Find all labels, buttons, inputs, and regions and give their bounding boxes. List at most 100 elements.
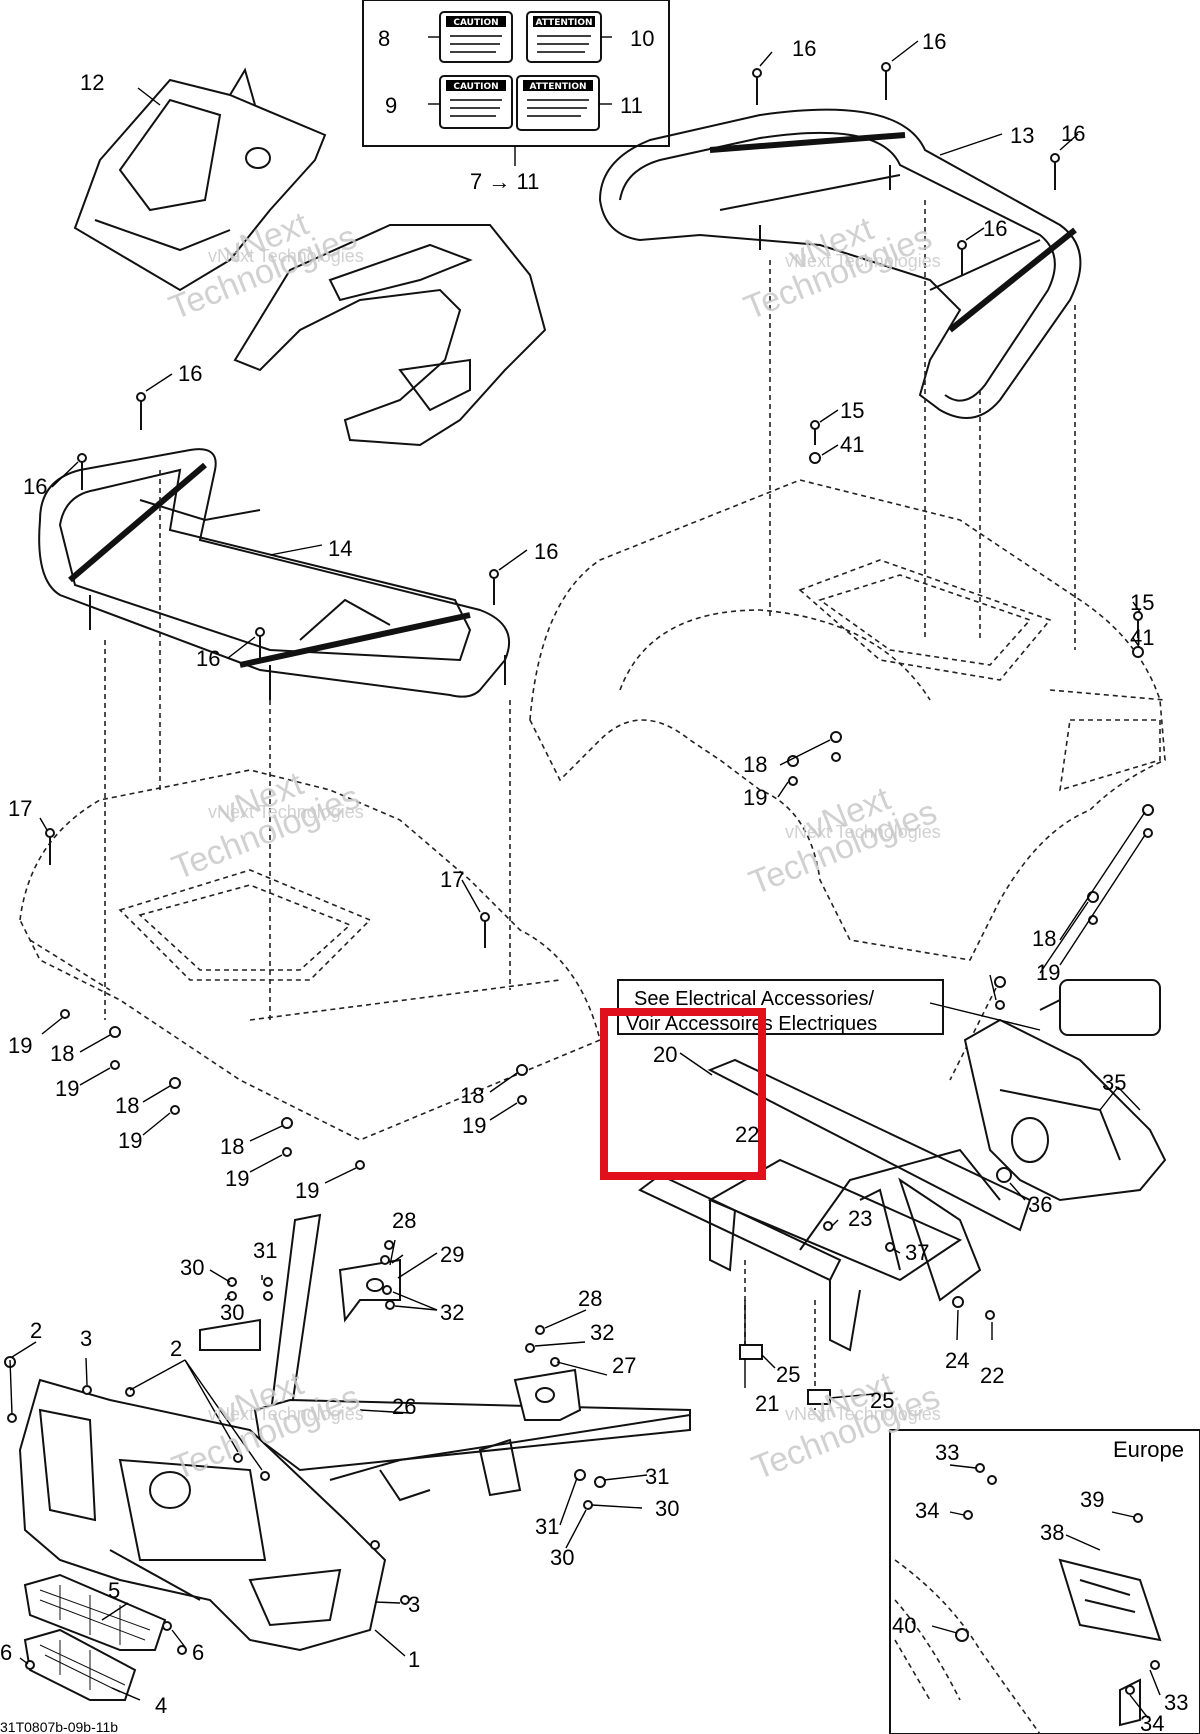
callout-16-c: 16 bbox=[1061, 121, 1085, 146]
decal-group: CAUTION ATTENTION CAUTION ATTENTION 7 → … bbox=[362, 0, 670, 194]
callout-32-a: 32 bbox=[440, 1300, 464, 1325]
callout-14: 14 bbox=[328, 536, 352, 561]
europe-inset: Europe bbox=[889, 1429, 1200, 1734]
callout-17-a: 17 bbox=[8, 796, 32, 821]
callout-25-a: 25 bbox=[776, 1362, 800, 1387]
callout-1: 1 bbox=[408, 1647, 420, 1672]
note-frame bbox=[617, 979, 944, 1035]
callout-29: 29 bbox=[440, 1242, 464, 1267]
front-fender-body bbox=[19, 769, 601, 1141]
watermark-2-sub: vNext Technologies bbox=[785, 251, 941, 271]
part-1-front-fascia bbox=[18, 1378, 387, 1652]
callout-19-g: 19 bbox=[295, 1178, 319, 1203]
callout-3-b: 3 bbox=[408, 1592, 420, 1617]
electrical-accessories-note: See Electrical Accessories/ Voir Accesso… bbox=[617, 979, 944, 1035]
callout-18-d: 18 bbox=[115, 1093, 139, 1118]
part-14-front-rack bbox=[38, 448, 510, 700]
part-27-bracket bbox=[513, 1368, 582, 1421]
callout-16-h: 16 bbox=[196, 646, 220, 671]
decal-11-title: ATTENTION bbox=[529, 82, 586, 92]
part-rear-storage-lid bbox=[233, 224, 547, 447]
callout-18-c: 18 bbox=[50, 1041, 74, 1066]
callout-19-h: 19 bbox=[462, 1113, 486, 1138]
callout-16-g: 16 bbox=[534, 539, 558, 564]
callout-36: 36 bbox=[1028, 1192, 1052, 1217]
callout-17-b: 17 bbox=[440, 867, 464, 892]
callout-40: 40 bbox=[892, 1613, 916, 1638]
part-13-rear-rack bbox=[598, 108, 1082, 419]
callout-4: 4 bbox=[155, 1693, 167, 1718]
decal-box-frame bbox=[362, 0, 670, 147]
callout-8: 8 bbox=[378, 26, 390, 51]
europe-inset-frame bbox=[889, 1429, 1200, 1734]
callout-35: 35 bbox=[1102, 1070, 1126, 1095]
decal-8-title: CAUTION bbox=[453, 18, 498, 28]
callout-33-a: 33 bbox=[935, 1440, 959, 1465]
footer-code: 31T0807b-09b-11b bbox=[0, 1719, 118, 1734]
part-26-bumper-frame bbox=[199, 1213, 691, 1502]
callout-5: 5 bbox=[108, 1578, 120, 1603]
callout-18-e: 18 bbox=[220, 1134, 244, 1159]
callout-19-a: 19 bbox=[743, 785, 767, 810]
callout-19-b: 19 bbox=[1036, 960, 1060, 985]
callout-20: 20 bbox=[653, 1042, 677, 1067]
callout-18-b: 18 bbox=[1032, 926, 1056, 951]
fasteners bbox=[4, 62, 1160, 1695]
part-5-grille bbox=[23, 1573, 167, 1651]
callout-31-a: 31 bbox=[253, 1238, 277, 1263]
callout-3-a: 3 bbox=[80, 1326, 92, 1351]
rear-fender-body bbox=[529, 479, 1166, 961]
callout-25-b: 25 bbox=[870, 1388, 894, 1413]
decal-10: ATTENTION bbox=[526, 11, 602, 63]
callout-34-b: 34 bbox=[1140, 1711, 1164, 1734]
callout-15-b: 15 bbox=[1130, 590, 1154, 615]
callout-16-d: 16 bbox=[983, 216, 1007, 241]
callout-22-b: 22 bbox=[980, 1363, 1004, 1388]
callout-26: 26 bbox=[392, 1394, 416, 1419]
callout-41-b: 41 bbox=[1130, 625, 1154, 650]
decal-group-callout: 7 → 11 bbox=[470, 169, 539, 194]
callout-31-b: 31 bbox=[645, 1464, 669, 1489]
watermarks: vNext vNext Technologies Technologies vN… bbox=[164, 204, 945, 1487]
callout-16-b: 16 bbox=[922, 29, 946, 54]
callout-19-f: 19 bbox=[225, 1166, 249, 1191]
callout-16-f: 16 bbox=[23, 474, 47, 499]
highlight-box bbox=[600, 1008, 766, 1180]
leader-lines bbox=[9, 40, 1161, 1719]
europe-inset-title: Europe bbox=[1113, 1437, 1184, 1462]
callout-38: 38 bbox=[1040, 1520, 1064, 1545]
callout-13: 13 bbox=[1010, 123, 1034, 148]
callout-24: 24 bbox=[945, 1348, 969, 1373]
callout-30-d: 30 bbox=[550, 1545, 574, 1570]
callout-37: 37 bbox=[905, 1240, 929, 1265]
decal-9-title: CAUTION bbox=[453, 82, 498, 92]
watermark-4-sub: vNext Technologies bbox=[785, 822, 941, 842]
callout-18-a: 18 bbox=[743, 752, 767, 777]
callout-19-e: 19 bbox=[118, 1128, 142, 1153]
callout-28-a: 28 bbox=[392, 1208, 416, 1233]
callout-32-b: 32 bbox=[590, 1320, 614, 1345]
watermark-3-sub: vNext Technologies bbox=[208, 802, 364, 822]
callout-30-a: 30 bbox=[180, 1255, 204, 1280]
callout-39: 39 bbox=[1080, 1487, 1104, 1512]
callout-31-c: 31 bbox=[535, 1514, 559, 1539]
watermark-1-sub: vNext Technologies bbox=[208, 246, 364, 266]
decal-10-title: ATTENTION bbox=[535, 18, 592, 28]
callout-16-e: 16 bbox=[178, 361, 202, 386]
part-35-taillight-bracket bbox=[963, 979, 1167, 1202]
callout-6-b: 6 bbox=[0, 1640, 12, 1665]
note-line-1: See Electrical Accessories/ bbox=[634, 988, 875, 1010]
decal-9: CAUTION bbox=[439, 75, 513, 129]
part-12-cover bbox=[73, 67, 327, 292]
decal-11: ATTENTION bbox=[516, 75, 600, 131]
callout-18-f: 18 bbox=[460, 1083, 484, 1108]
callout-labels: 8 10 9 11 12 16 16 13 16 16 16 16 14 16 … bbox=[0, 26, 1188, 1734]
decal-8: CAUTION bbox=[439, 11, 513, 63]
callout-28-b: 28 bbox=[578, 1286, 602, 1311]
callout-6-a: 6 bbox=[192, 1640, 204, 1665]
callout-2-b: 2 bbox=[170, 1336, 182, 1361]
callout-33-b: 33 bbox=[1164, 1690, 1188, 1715]
callout-9: 9 bbox=[385, 93, 397, 118]
callout-16-a: 16 bbox=[792, 36, 816, 61]
